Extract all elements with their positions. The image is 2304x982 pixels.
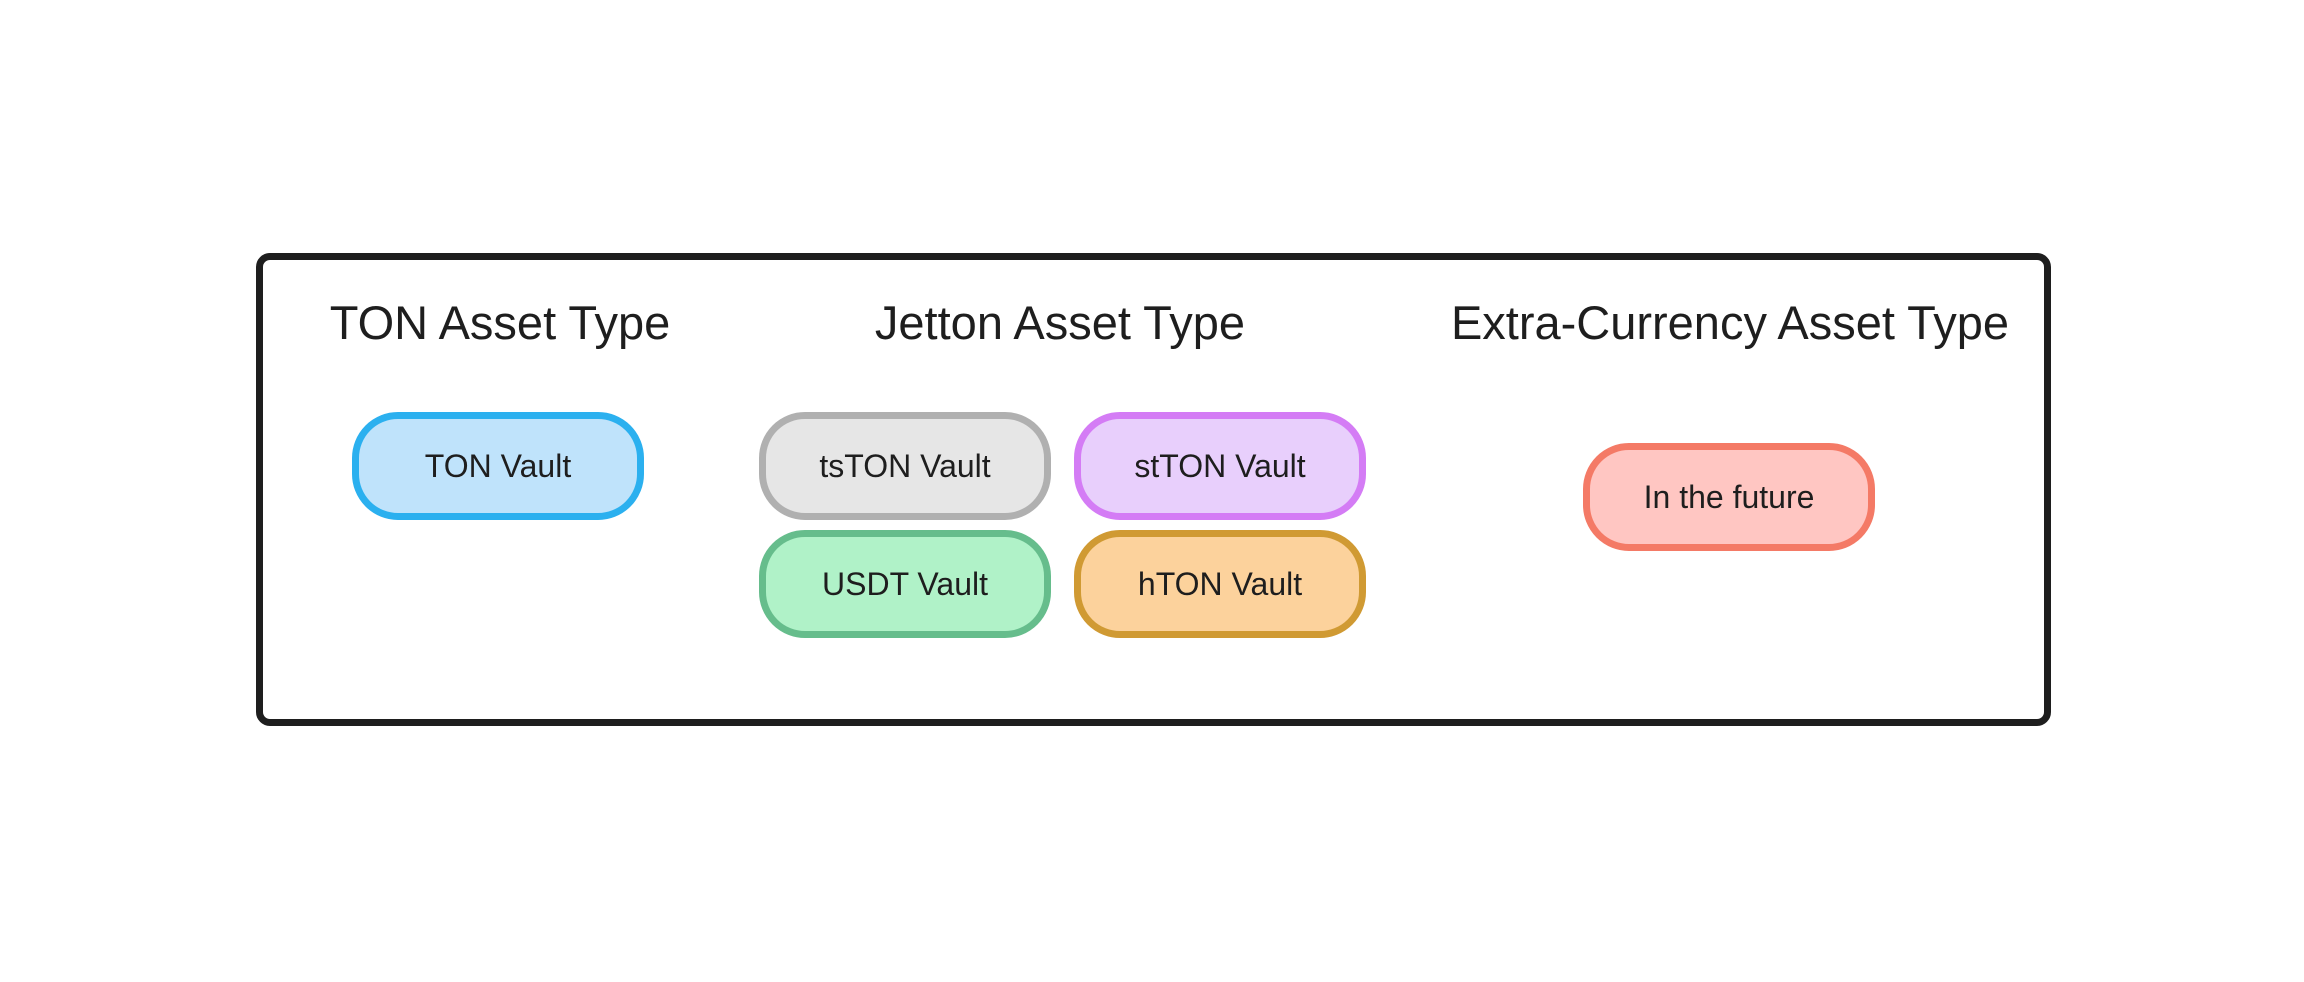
tston-vault-node: tsTON Vault	[759, 412, 1051, 520]
usdt-vault-node: USDT Vault	[759, 530, 1051, 638]
ston-vault-node: stTON Vault	[1074, 412, 1366, 520]
asset-types-frame	[256, 253, 2051, 726]
ton-asset-type-heading: TON Asset Type	[329, 296, 671, 349]
extra-currency-asset-type-heading: Extra-Currency Asset Type	[1450, 296, 2010, 349]
jetton-asset-type-heading: Jetton Asset Type	[874, 296, 1246, 349]
ton-vault-node: TON Vault	[352, 412, 644, 520]
in-the-future-node: In the future	[1583, 443, 1875, 551]
hton-vault-node: hTON Vault	[1074, 530, 1366, 638]
